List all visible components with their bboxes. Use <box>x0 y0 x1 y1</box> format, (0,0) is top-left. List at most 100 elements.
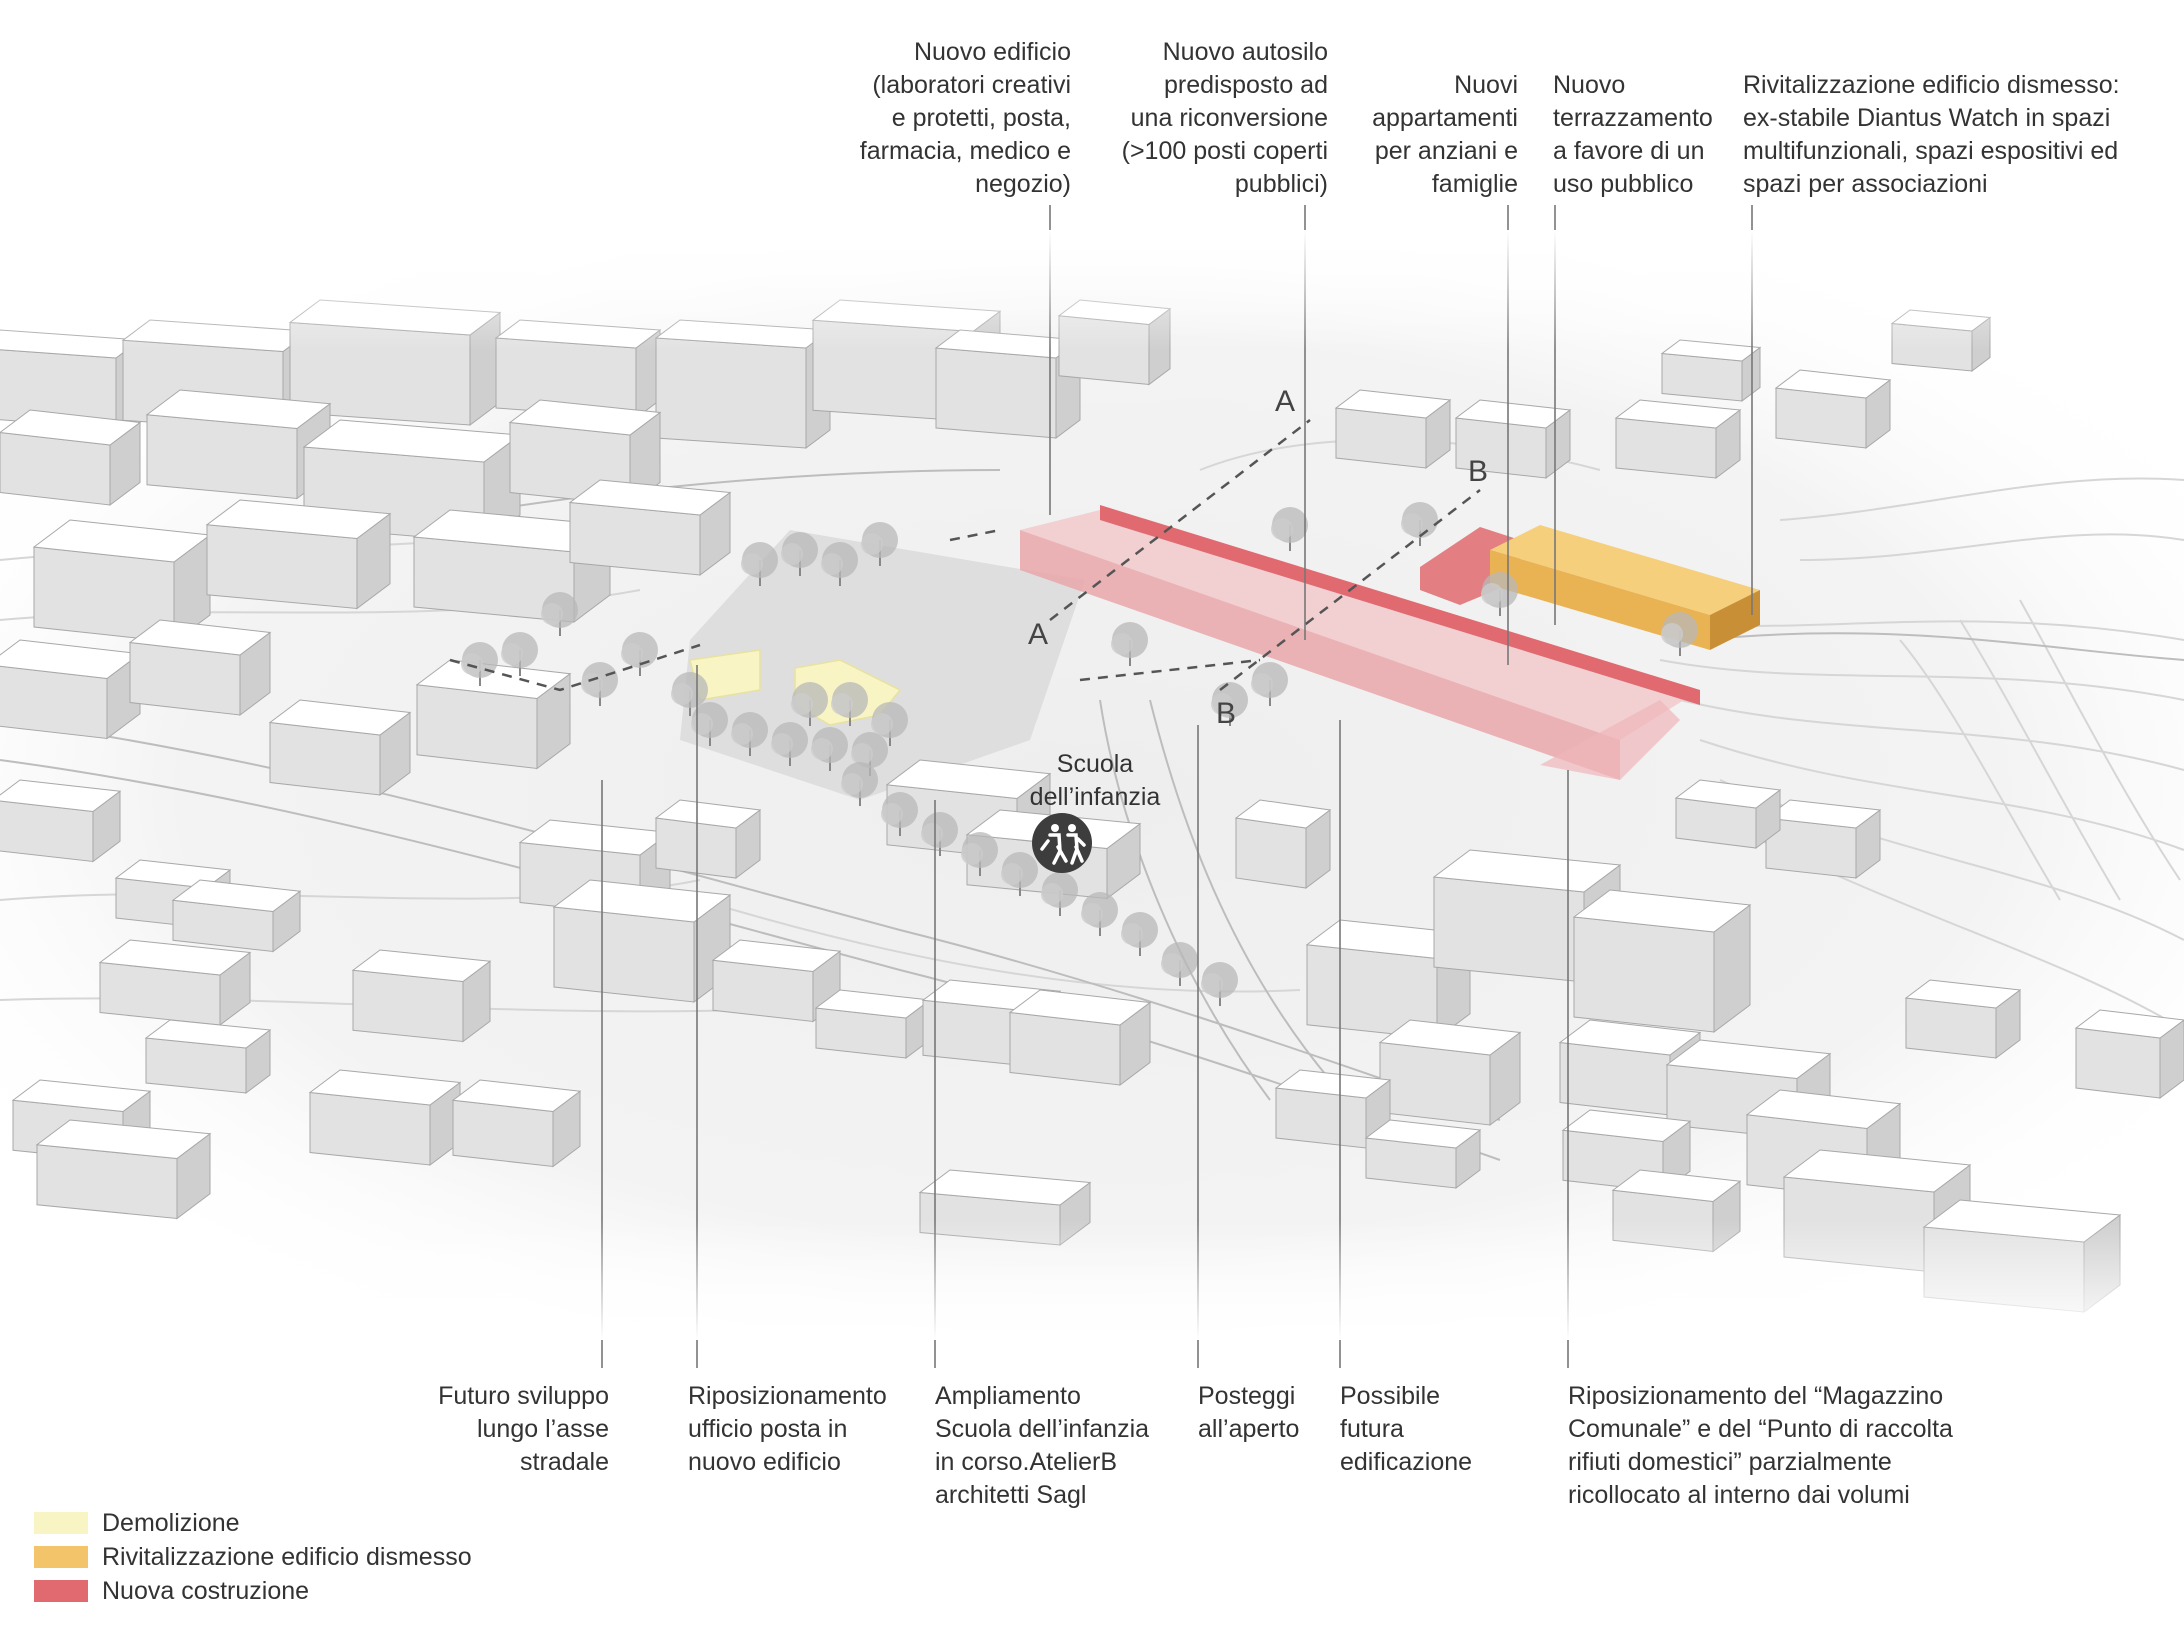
site-boundary-north <box>949 528 1001 542</box>
building-59 <box>1334 389 1452 469</box>
building-14 <box>205 499 392 610</box>
annotation-riposizionamento-posta: Riposizionamento ufficio posta in nuovo … <box>688 1382 887 1476</box>
new-construction-volumes <box>1020 505 1700 780</box>
building-62 <box>1774 369 1892 449</box>
tree-icon <box>1401 502 1438 546</box>
building-9 <box>0 409 142 506</box>
tree-icon <box>1661 612 1698 656</box>
revitalization-volume <box>1490 525 1760 650</box>
tree-icon <box>1201 962 1238 1006</box>
tree-icon <box>861 522 898 566</box>
annotation-rivitalizzazione: Rivitalizzazione edificio dismesso: ex-s… <box>1743 71 2120 198</box>
revitalization-front <box>1490 550 1710 650</box>
new-construction-bar-top <box>1020 510 1700 740</box>
building-26 <box>144 1019 272 1094</box>
building-24 <box>98 939 252 1026</box>
tree-icon <box>781 532 818 576</box>
tree-icon <box>871 702 908 746</box>
tree-icon <box>961 832 998 876</box>
building-56 <box>2074 1009 2184 1099</box>
legend-label: Demolizione <box>102 1508 240 1537</box>
building-20 <box>415 659 572 770</box>
tree-icon <box>821 542 858 586</box>
section-line-a <box>1049 419 1311 621</box>
annotation-futuro-sviluppo: Futuro sviluppo lungo l’asse stradale <box>438 1382 609 1476</box>
building-41 <box>1234 799 1332 889</box>
children-icon <box>1032 813 1092 873</box>
annotation-riposizionamento-magazzino: Riposizionamento del “Magazzino Comunale… <box>1568 1382 1953 1509</box>
building-16 <box>568 479 732 576</box>
annotation-ampliamento-scuola: Ampliamento Scuola dell’infanzia in cors… <box>935 1382 1150 1509</box>
building-28 <box>351 949 492 1043</box>
revitalization-top <box>1490 525 1760 615</box>
section-line-b <box>1219 489 1481 691</box>
tree-icon <box>1001 852 1038 896</box>
building-18 <box>128 619 272 716</box>
tree-icon <box>541 592 578 636</box>
tree-icon <box>841 762 878 806</box>
tree-icon <box>1161 942 1198 986</box>
annotation-nuovo-terrazzamento: Nuovo terrazzamento a favore di un uso p… <box>1553 71 1713 198</box>
section-marker-b-north: B <box>1468 455 1489 488</box>
tree-icon <box>621 632 658 676</box>
building-29 <box>308 1069 462 1166</box>
school-label: Scuola dell’infanzia <box>1029 750 1161 811</box>
legend-item-new-construction: Nuova costruzione <box>34 1574 472 1608</box>
section-marker-a-south: A <box>1028 618 1049 651</box>
building-55 <box>1904 979 2022 1059</box>
tree-icon <box>501 632 538 676</box>
building-23 <box>171 879 302 953</box>
legend-label: Rivitalizzazione edificio dismesso <box>102 1542 472 1571</box>
building-34 <box>711 939 842 1023</box>
building-19 <box>268 699 412 796</box>
tree-icon <box>921 812 958 856</box>
new-construction-bar-front <box>1020 530 1620 780</box>
building-10 <box>145 389 332 500</box>
building-21 <box>0 779 122 863</box>
section-lines <box>449 419 1481 692</box>
tree-icon <box>741 542 778 586</box>
building-33 <box>654 799 762 879</box>
tree-icon <box>1121 912 1158 956</box>
building-27 <box>35 1119 212 1220</box>
tree-icon <box>1481 572 1518 616</box>
building-43 <box>1378 1019 1522 1126</box>
building-45 <box>1572 889 1752 1033</box>
tree-icon <box>771 722 808 766</box>
tree-icon <box>851 732 888 776</box>
tree-icon <box>671 672 708 716</box>
building-58 <box>1674 779 1782 849</box>
legend-label: Nuova costruzione <box>102 1576 310 1605</box>
annotation-nuovi-appartamenti: Nuovi appartamenti per anziani e famigli… <box>1372 71 1518 198</box>
building-13 <box>32 519 212 643</box>
legend: Demolizione Rivitalizzazione edificio di… <box>34 1506 472 1608</box>
legend-swatch <box>34 1512 88 1534</box>
tree-icon <box>581 662 618 706</box>
building-32 <box>552 879 732 1003</box>
tree-icon <box>831 682 868 726</box>
tree-icon <box>811 727 848 771</box>
tree-icon <box>1211 682 1248 726</box>
tree-icon <box>1041 872 1078 916</box>
tree-icon <box>461 642 498 686</box>
new-construction-bar-edge <box>1100 505 1700 705</box>
annotation-possibile-edificazione: Possibile futura edificazione <box>1340 1382 1473 1476</box>
building-35 <box>814 989 932 1059</box>
new-construction-bar-end <box>1540 700 1680 780</box>
building-37 <box>1008 989 1152 1086</box>
context-buildings <box>0 299 2184 1313</box>
tree-icon <box>1111 622 1148 666</box>
legend-swatch <box>34 1546 88 1568</box>
annotation-nuovo-edificio: Nuovo edificio (laboratori creativi e pr… <box>859 38 1071 198</box>
section-marker-b-south: B <box>1216 697 1237 730</box>
section-marker-a-north: A <box>1275 385 1296 418</box>
legend-swatch <box>34 1580 88 1602</box>
tree-icon <box>731 712 768 756</box>
building-60 <box>1454 399 1572 479</box>
annotation-nuovo-autosilo: Nuovo autosilo predisposto ad una riconv… <box>1121 38 1328 198</box>
building-61 <box>1614 399 1742 479</box>
site-boundary-west <box>449 643 701 692</box>
trees <box>461 502 1698 1006</box>
